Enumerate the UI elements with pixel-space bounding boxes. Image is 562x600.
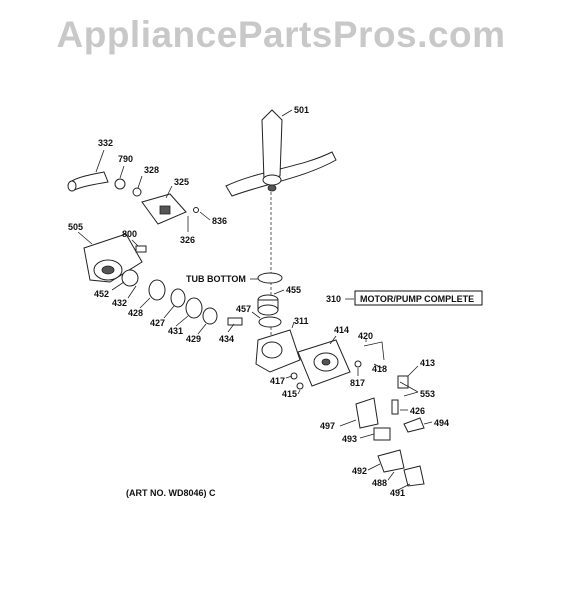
part-label-432: 432 bbox=[112, 298, 127, 308]
part-label-311: 311 bbox=[294, 316, 309, 326]
wire-494-drawing bbox=[403, 417, 425, 433]
part-label-434: 434 bbox=[219, 334, 234, 344]
part-label-429: 429 bbox=[186, 334, 201, 344]
part-label-420: 420 bbox=[358, 331, 373, 341]
sleeve-drawing bbox=[257, 294, 279, 316]
chopper-drawing bbox=[202, 307, 218, 325]
part-label-418: 418 bbox=[372, 364, 387, 374]
part-label-553: 553 bbox=[420, 389, 435, 399]
part-label-417: 417 bbox=[270, 376, 285, 386]
tub-gasket-drawing bbox=[257, 272, 283, 284]
bracket-420-drawing bbox=[363, 341, 385, 361]
part-label-325: 325 bbox=[174, 177, 189, 187]
part-label-413: 413 bbox=[420, 358, 435, 368]
part-label-415: 415 bbox=[282, 389, 297, 399]
part-label-817: 817 bbox=[350, 378, 365, 388]
part-label-493: 493 bbox=[342, 434, 357, 444]
motor-pump-label: MOTOR/PUMP COMPLETE bbox=[360, 294, 474, 304]
bracket-492-drawing bbox=[377, 449, 405, 473]
seal-457-drawing bbox=[258, 316, 282, 328]
oring-drawing bbox=[132, 187, 142, 197]
chopper-spring-drawing bbox=[148, 279, 166, 301]
part-label-328: 328 bbox=[144, 165, 159, 175]
motor-pump-box bbox=[354, 290, 483, 306]
motor-drawing bbox=[297, 339, 351, 387]
motor-pump-code: 310 bbox=[326, 294, 341, 304]
part-label-426: 426 bbox=[410, 406, 425, 416]
part-label-455: 455 bbox=[286, 285, 301, 295]
seal-drawing bbox=[170, 288, 186, 308]
hose-drawing bbox=[67, 171, 109, 192]
nut-415-drawing bbox=[296, 382, 304, 390]
screw-817-drawing bbox=[354, 360, 362, 368]
tub-bottom-label: TUB BOTTOM bbox=[186, 274, 246, 284]
art-number: (ART NO. WD8046) C bbox=[126, 488, 216, 498]
clamp-drawing bbox=[114, 178, 126, 190]
part-label-492: 492 bbox=[352, 466, 367, 476]
part-label-332: 332 bbox=[98, 138, 113, 148]
wash-arm-drawing bbox=[225, 109, 337, 197]
bracket-497-drawing bbox=[355, 397, 379, 429]
impeller-drawing bbox=[121, 269, 139, 287]
valve-drawing bbox=[141, 193, 187, 225]
part-label-800: 800 bbox=[122, 229, 137, 239]
bracket-491-drawing bbox=[403, 465, 425, 487]
part-label-457: 457 bbox=[236, 304, 251, 314]
part-label-505: 505 bbox=[68, 222, 83, 232]
watermark-logo-text: AppliancePartsPros.com bbox=[56, 14, 506, 55]
clip-413-drawing bbox=[397, 375, 409, 389]
part-label-501: 501 bbox=[294, 105, 309, 115]
part-label-488: 488 bbox=[372, 478, 387, 488]
part-label-836: 836 bbox=[212, 216, 227, 226]
sensor-493-drawing bbox=[373, 427, 391, 441]
part-label-790: 790 bbox=[118, 154, 133, 164]
screen-drawing bbox=[185, 297, 203, 319]
part-label-326: 326 bbox=[180, 235, 195, 245]
part-label-431: 431 bbox=[168, 326, 183, 336]
part-label-494: 494 bbox=[434, 418, 449, 428]
pump-body-drawing bbox=[255, 329, 301, 373]
part-label-452: 452 bbox=[94, 289, 109, 299]
screw-drawing bbox=[227, 317, 243, 326]
spring-drawing bbox=[135, 245, 147, 253]
part-label-428: 428 bbox=[128, 308, 143, 318]
part-label-414: 414 bbox=[334, 325, 349, 335]
part-label-497: 497 bbox=[320, 421, 335, 431]
clip-drawing bbox=[193, 207, 199, 213]
part-label-491: 491 bbox=[390, 488, 405, 498]
part-label-427: 427 bbox=[150, 318, 165, 328]
pin-426-drawing bbox=[391, 399, 399, 415]
